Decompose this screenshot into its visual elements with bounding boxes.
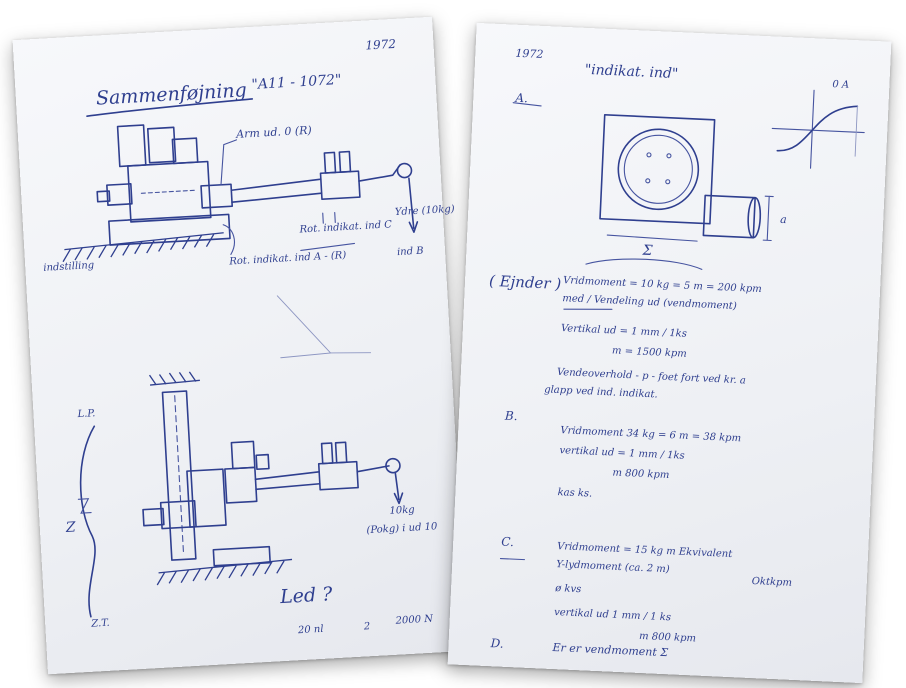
graph-label: 0 A (832, 79, 850, 91)
section-c-line-4: ø kvs (554, 583, 582, 596)
left-side-curve (79, 425, 96, 618)
upper-mechanism-sketch (96, 124, 419, 252)
label-bottom: Z.T. (91, 617, 110, 630)
right-page-drawing (499, 89, 865, 561)
section-c-line-3: Oktkpm (751, 575, 793, 589)
section-c-underline (499, 557, 526, 561)
bracket-note: ( Ejnder ) (488, 271, 562, 294)
dimension-side-label: a (779, 212, 788, 227)
footer-note-b: 2 (363, 621, 371, 633)
note-load-lower: 10kg (389, 504, 415, 517)
left-page-drawing (62, 98, 419, 618)
ground-hatching-upper (62, 224, 235, 263)
left-notebook-page: 1972 Sammenføjning "A11 - 1072" Arm ud. … (12, 16, 468, 675)
label-lp: L.P. (77, 408, 96, 421)
section-b-line-4: kas ks. (557, 487, 593, 500)
note-load: Ydre (10kg) (394, 203, 455, 219)
dimension-label: Σ (642, 242, 653, 260)
footer-note-a: 20 nl (297, 623, 324, 637)
section-a-underline (512, 102, 542, 107)
sine-graph-sketch (771, 89, 865, 169)
dimension-brace (585, 258, 703, 270)
note-axis-b: ind B (396, 245, 424, 259)
z-mark (77, 498, 92, 514)
lower-mechanism-sketch (142, 371, 404, 586)
section-c-label: C. (500, 534, 515, 550)
section-a-label: A. (515, 90, 529, 106)
question-mark-note: Led ? (279, 583, 333, 609)
footer-note-c: 2000 N (395, 613, 434, 627)
section-b-label: B. (504, 408, 518, 424)
section-d-label: D. (490, 636, 504, 651)
faint-triangle-sketch (276, 295, 372, 359)
label-z: Z (65, 519, 77, 536)
square-device-sketch (599, 114, 774, 242)
page-number-right: 1972 (515, 46, 544, 61)
right-notebook-page: 1972 "indikat. ind" 0 A A. Σ a ( Ejnder … (447, 22, 892, 684)
heading-underline (86, 98, 254, 117)
page-number-left: 1972 (365, 36, 397, 53)
strike-mark (563, 308, 613, 310)
